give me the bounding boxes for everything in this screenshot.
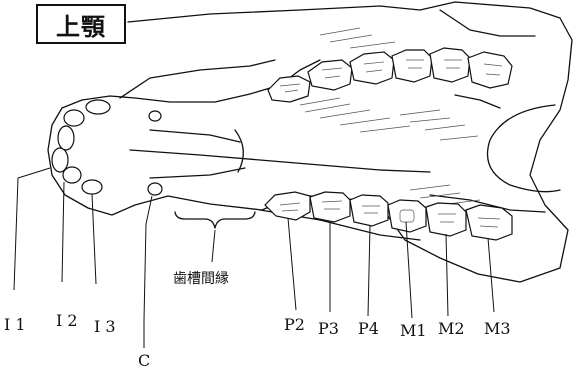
leader-p2 [288, 218, 296, 310]
page-title: 上顎 [56, 7, 106, 42]
leader-m2 [446, 234, 448, 316]
tooth-i3-upper [82, 180, 102, 194]
leader-c [144, 196, 152, 348]
tooth-i2-lower [64, 110, 84, 126]
tooth-i2-upper [63, 167, 81, 183]
label-p4: P4 [358, 320, 379, 338]
title-box: 上顎 [36, 4, 126, 44]
label-m1: M1 [400, 322, 427, 340]
tooth-m1 [388, 200, 426, 232]
leader-p4 [368, 226, 370, 316]
tooth-m2 [426, 203, 466, 236]
label-i3: I 3 [94, 318, 116, 336]
tooth-i3-lower [86, 100, 110, 114]
diastema-bracket [175, 212, 255, 228]
leader-m3 [488, 238, 494, 312]
leader-i1 [14, 168, 50, 290]
label-c: C [138, 352, 150, 370]
label-diastema: 歯槽間縁 [173, 270, 229, 288]
tooth-m3 [466, 205, 512, 240]
label-p2: P2 [284, 316, 305, 334]
leader-m1 [406, 222, 412, 318]
label-m2: M2 [438, 320, 465, 338]
label-i1: I 1 [4, 316, 26, 334]
tooth-i1-lower [58, 126, 74, 150]
tooth-p4 [350, 195, 388, 226]
leader-diastema [212, 230, 215, 262]
label-m3: M3 [484, 320, 511, 338]
leader-i2 [62, 182, 64, 282]
tooth-i1-upper [52, 148, 68, 172]
tooth-p3 [310, 192, 350, 222]
label-p3: P3 [318, 320, 339, 338]
tooth-p2 [265, 192, 310, 220]
tooth-c [148, 183, 162, 195]
label-i2: I 2 [56, 312, 78, 330]
leader-i3 [92, 194, 96, 284]
